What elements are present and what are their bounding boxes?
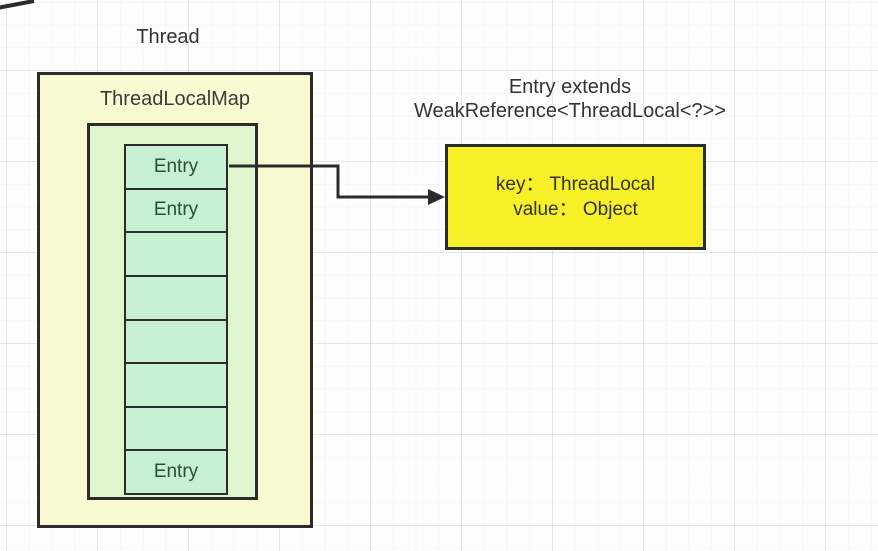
arrow-head-icon [428, 189, 445, 205]
threadlocalmap-title: ThreadLocalMap [99, 88, 251, 110]
entry-cell [124, 318, 228, 365]
entry-detail-value: value： Object [513, 199, 638, 220]
entry-cell: Entry [124, 144, 228, 190]
entry-cell-label: Entry [153, 155, 199, 177]
cropped-line-fragment [0, 0, 35, 10]
entry-cell-label: Entry [153, 461, 199, 483]
entry-detail-key: key： ThreadLocal [495, 174, 656, 195]
entry-cell [124, 231, 228, 277]
entry-cell [124, 362, 228, 408]
entry-cell: Entry [124, 449, 228, 495]
entry-cells: Entry Entry Entry [124, 144, 228, 495]
thread-label: Thread [136, 26, 200, 48]
note-line2: WeakReference<ThreadLocal<?>> [413, 100, 727, 122]
entry-cell [124, 274, 228, 321]
entry-cell [124, 405, 228, 452]
note-line1: Entry extends [508, 76, 632, 98]
entry-cell: Entry [124, 187, 228, 234]
entry-detail-box: key： ThreadLocal value： Object [445, 144, 706, 250]
entry-extends-note: Entry extends WeakReference<ThreadLocal<… [403, 75, 737, 123]
entry-cell-label: Entry [153, 199, 199, 221]
